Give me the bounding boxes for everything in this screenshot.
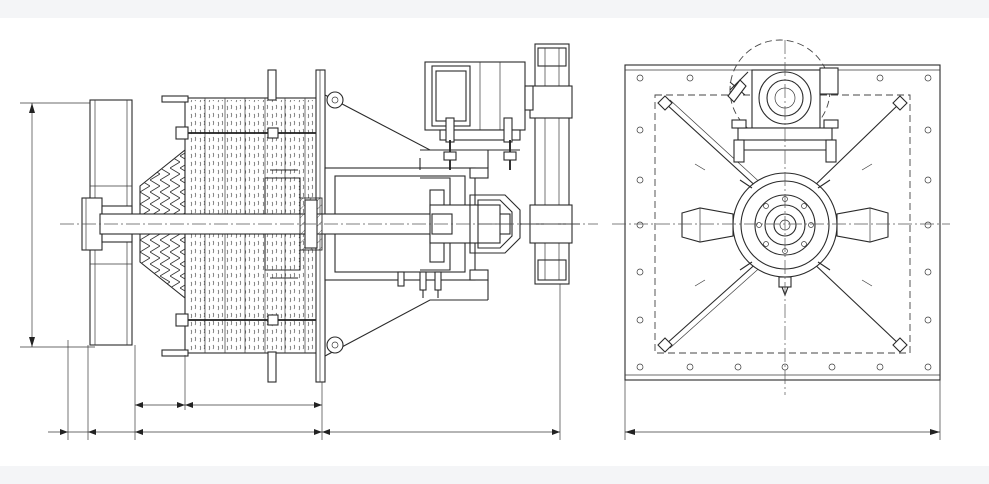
drawing-sheet xyxy=(0,18,989,466)
length-dimensions xyxy=(48,284,561,440)
rear-support xyxy=(469,150,489,300)
width-dimension xyxy=(624,380,941,440)
height-dimension xyxy=(20,102,95,348)
drive-pulley xyxy=(520,43,580,285)
technical-drawing xyxy=(20,39,950,440)
bolt-holes xyxy=(636,74,932,371)
tension-rods xyxy=(657,95,908,353)
front-end-view xyxy=(612,39,950,440)
side-section-view xyxy=(20,43,598,440)
motor xyxy=(419,61,534,170)
